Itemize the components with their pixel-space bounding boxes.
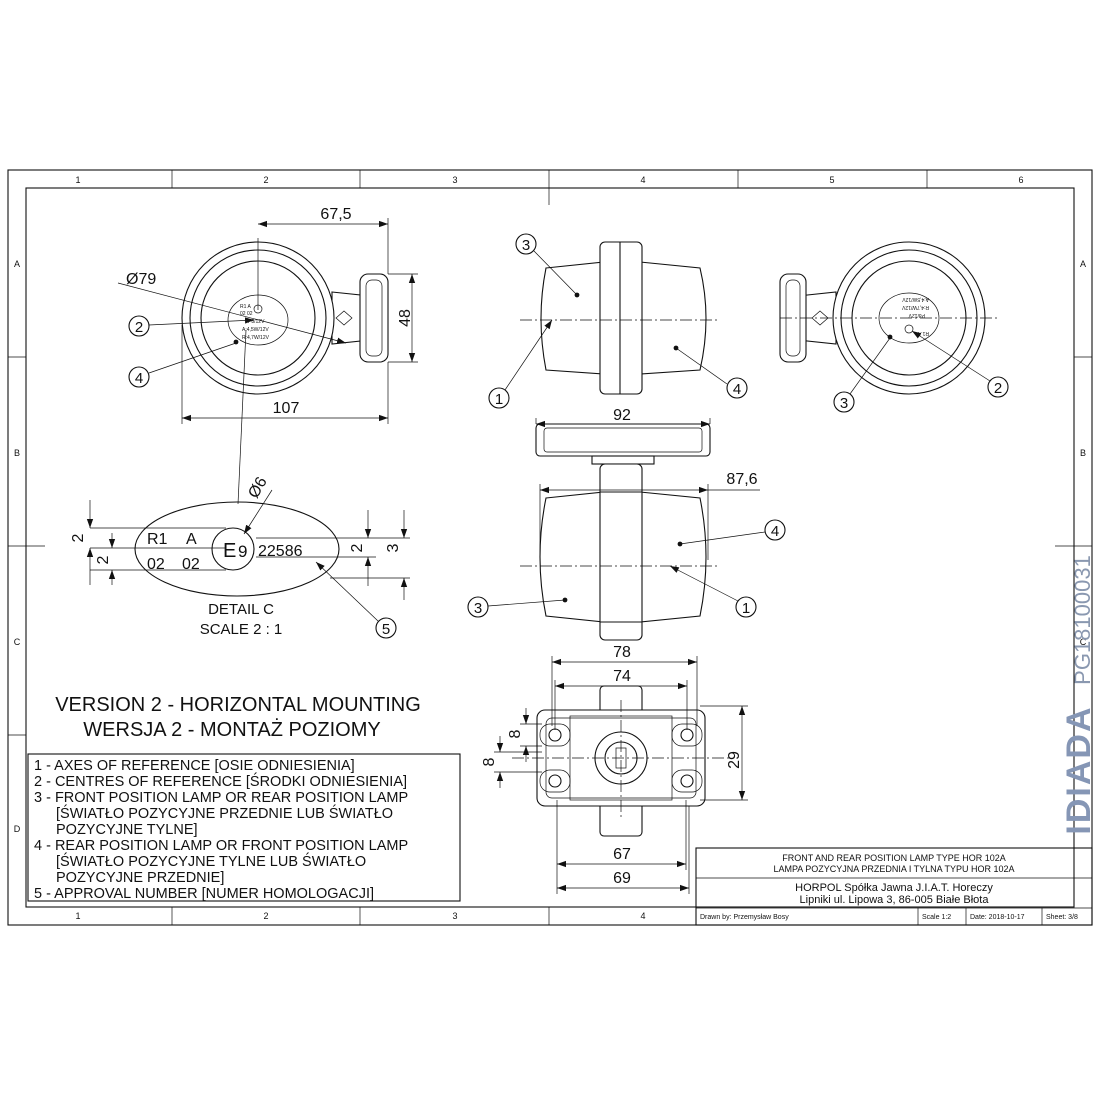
title-block: FRONT AND REAR POSITION LAMP TYPE HOR 10… bbox=[695, 847, 1093, 926]
base-dim-hole-1: 8 bbox=[507, 729, 524, 738]
watermark-code: PG18100031 bbox=[1070, 555, 1095, 685]
title-pl: LAMPA POZYCYJNA PRZEDNIA I TYLNA TYPU HO… bbox=[773, 864, 1014, 874]
detail-scale: SCALE 2 : 1 bbox=[200, 621, 283, 638]
side-callout-4: 4 bbox=[733, 381, 741, 398]
base-dim-inner: 74 bbox=[613, 668, 631, 685]
detail-dim-right-a: 2 bbox=[349, 543, 366, 552]
detail-marking-r1: R1 bbox=[147, 531, 168, 548]
drawing-date: Date: 2018-10-17 bbox=[970, 914, 1025, 921]
svg-text:R1 A: R1 A bbox=[240, 304, 252, 310]
svg-text:A:4,5W/12V: A:4,5W/12V bbox=[242, 327, 269, 333]
detail-dim-right-b: 3 bbox=[385, 543, 402, 552]
svg-text:R:4,7W/12V: R:4,7W/12V bbox=[242, 335, 270, 341]
detail-marking-9: 9 bbox=[238, 542, 247, 561]
front-dim-height: 48 bbox=[397, 309, 414, 327]
legend-line-1: 1 - AXES OF REFERENCE [OSIE ODNIESIENIA] bbox=[34, 758, 355, 774]
zone-right-b: B bbox=[1080, 448, 1086, 458]
idiada-watermark: PG18100031 IDIADA bbox=[1060, 555, 1098, 834]
side-callout-3: 3 bbox=[522, 237, 530, 254]
zone-bottom-1: 1 bbox=[75, 911, 80, 921]
svg-text:R1 A: R1 A bbox=[917, 330, 929, 336]
front-callout-2: 2 bbox=[135, 319, 143, 336]
legend-line-8: POZYCYJNE PRZEDNIE] bbox=[56, 870, 224, 886]
watermark-logo: IDIADA bbox=[1060, 705, 1098, 834]
detail-marking-e: E bbox=[223, 540, 236, 562]
zone-left-c: C bbox=[14, 637, 21, 647]
top-dim-length: 87,6 bbox=[726, 471, 757, 488]
rear-view: A:4,5W/12V R:4,7W/12V P8/12V R1 A 3 2 bbox=[779, 241, 1009, 413]
front-view: R1 A 02 02 P8/12V A:4,5W/12V R:4,7W/12V … bbox=[117, 206, 418, 505]
legend-line-9: 5 - APPROVAL NUMBER [NUMER HOMOLOGACJI] bbox=[34, 886, 374, 902]
detail-dim-left-b: 2 bbox=[95, 555, 112, 564]
zone-labels: 1 2 3 4 5 6 1 2 3 4 A B C D A B C bbox=[14, 175, 1087, 921]
legend-box: 1 - AXES OF REFERENCE [OSIE ODNIESIENIA]… bbox=[27, 753, 461, 902]
svg-text:R:4,7W/12V: R:4,7W/12V bbox=[901, 304, 929, 310]
drawing-frame bbox=[7, 169, 1093, 926]
svg-text:P8/12V: P8/12V bbox=[248, 319, 265, 325]
rear-callout-2: 2 bbox=[994, 380, 1002, 397]
top-view: 92 87,6 4 3 1 bbox=[467, 407, 786, 641]
zone-top-6: 6 bbox=[1018, 175, 1023, 185]
front-callout-4: 4 bbox=[135, 370, 143, 387]
zone-bottom-2: 2 bbox=[263, 911, 268, 921]
zone-top-3: 3 bbox=[452, 175, 457, 185]
drawn-by: Drawn by: Przemysław Bosy bbox=[700, 914, 789, 921]
zone-bottom-3: 3 bbox=[452, 911, 457, 921]
legend-line-7: [ŚWIATŁO POZYCYJNE TYLNE LUB ŚWIATŁO bbox=[56, 852, 366, 870]
front-dim-length: 107 bbox=[273, 400, 300, 417]
zone-right-c: C bbox=[1080, 637, 1087, 647]
base-dim-hole-2: 8 bbox=[481, 757, 498, 766]
company-address: Lipniki ul. Lipowa 3, 86-005 Białe Błota bbox=[800, 894, 990, 906]
zone-left-d: D bbox=[14, 824, 21, 834]
side-view: 3 1 4 bbox=[488, 233, 748, 409]
svg-text:02 02: 02 02 bbox=[240, 311, 253, 317]
zone-bottom-4: 4 bbox=[640, 911, 645, 921]
version-heading: VERSION 2 - HORIZONTAL MOUNTING WERSJA 2… bbox=[55, 694, 421, 741]
legend-line-4: [ŚWIATŁO POZYCYJNE PRZEDNIE LUB ŚWIATŁO bbox=[56, 804, 393, 822]
sheet-number: Sheet: 3/8 bbox=[1046, 914, 1078, 921]
zone-right-a: A bbox=[1080, 259, 1086, 269]
top-callout-3: 3 bbox=[474, 600, 482, 617]
svg-text:A:4,5W/12V: A:4,5W/12V bbox=[902, 296, 929, 302]
detail-marking-02a: 02 bbox=[147, 556, 165, 573]
top-callout-1: 1 bbox=[742, 600, 750, 617]
svg-text:P8/12V: P8/12V bbox=[908, 312, 925, 318]
detail-dim-left-a: 2 bbox=[70, 533, 87, 542]
front-dim-width: 67,5 bbox=[320, 206, 351, 223]
company-name: HORPOL Spółka Jawna J.I.A.T. Horeczy bbox=[795, 882, 993, 894]
top-callout-4: 4 bbox=[771, 523, 779, 540]
base-dim-height: 29 bbox=[726, 751, 743, 769]
version-line-pl: WERSJA 2 - MONTAŻ POZIOMY bbox=[83, 718, 380, 741]
zone-left-b: B bbox=[14, 448, 20, 458]
zone-top-1: 1 bbox=[75, 175, 80, 185]
top-dim-width: 92 bbox=[613, 407, 631, 424]
base-dim-bottom-2: 69 bbox=[613, 870, 631, 887]
detail-title: DETAIL C bbox=[208, 601, 274, 618]
title-en: FRONT AND REAR POSITION LAMP TYPE HOR 10… bbox=[782, 853, 1006, 863]
zone-top-4: 4 bbox=[640, 175, 645, 185]
detail-callout-5: 5 bbox=[382, 621, 390, 638]
legend-line-3: 3 - FRONT POSITION LAMP OR REAR POSITION… bbox=[34, 790, 408, 806]
legend-line-5: POZYCYJNE TYLNE] bbox=[56, 822, 198, 838]
side-callout-1: 1 bbox=[495, 391, 503, 408]
detail-marking-02b: 02 bbox=[182, 556, 200, 573]
base-view: 78 74 8 8 29 67 69 bbox=[481, 644, 748, 894]
version-line-en: VERSION 2 - HORIZONTAL MOUNTING bbox=[55, 694, 421, 716]
rear-callout-3: 3 bbox=[840, 395, 848, 412]
zone-top-2: 2 bbox=[263, 175, 268, 185]
front-view-marking-text: R1 A 02 02 P8/12V A:4,5W/12V R:4,7W/12V bbox=[240, 304, 270, 341]
legend-line-2: 2 - CENTRES OF REFERENCE [ŚRODKI ODNIESI… bbox=[34, 772, 407, 790]
detail-c: 2 2 R1 A 02 02 E 9 22586 Ø6 2 3 5 DETAIL… bbox=[70, 474, 410, 639]
detail-approval-number: 22586 bbox=[258, 543, 303, 560]
detail-marking-a: A bbox=[186, 531, 197, 548]
legend-line-6: 4 - REAR POSITION LAMP OR FRONT POSITION… bbox=[34, 838, 408, 854]
base-dim-outer: 78 bbox=[613, 644, 631, 661]
drawing-scale: Scale 1:2 bbox=[922, 914, 951, 921]
rear-view-marking-text: A:4,5W/12V R:4,7W/12V P8/12V R1 A bbox=[901, 296, 929, 336]
front-dim-diameter: Ø79 bbox=[126, 271, 156, 288]
base-dim-bottom-1: 67 bbox=[613, 846, 631, 863]
zone-top-5: 5 bbox=[829, 175, 834, 185]
zone-left-a: A bbox=[14, 259, 20, 269]
